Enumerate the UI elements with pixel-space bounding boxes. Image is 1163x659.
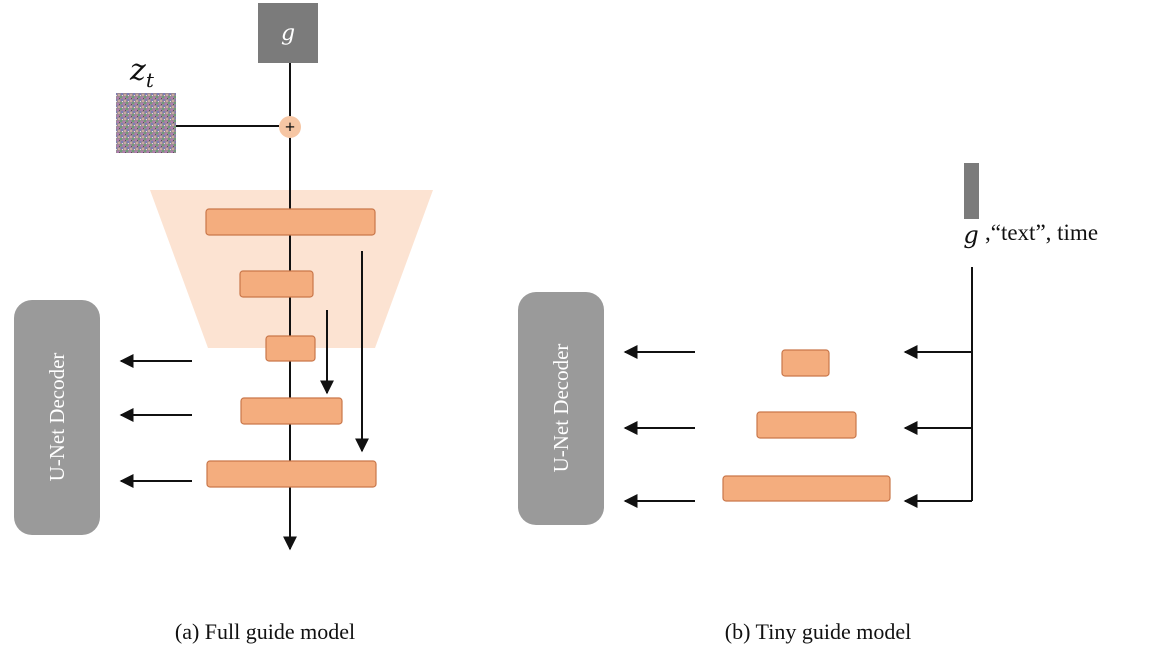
tiny-guide-g-bar: [964, 163, 979, 219]
caption-full-model: (a) Full guide model: [175, 619, 355, 644]
noise-t-subscript: t: [146, 68, 155, 92]
tiny-block-2: [756, 411, 857, 439]
tiny-inputs-text: ,“text”, time: [985, 220, 1098, 245]
add-node: [279, 116, 301, 138]
tiny-unet-decoder-label: U-Net Decoder: [549, 344, 573, 473]
decoder-block-1: [240, 397, 343, 425]
add-node-plus: +: [285, 117, 295, 137]
unet-decoder-box: [14, 300, 100, 535]
guide-g-symbol: g: [281, 21, 295, 46]
noise-z-label: zt: [129, 53, 155, 92]
encoder-block-1: [205, 208, 376, 236]
tiny-unet-decoder-box: [518, 292, 604, 525]
encoder-block-3: [265, 335, 316, 362]
noise-z-symbol: z: [129, 53, 146, 88]
unet-decoder-label: U-Net Decoder: [45, 353, 69, 482]
noise-latent-image: [116, 93, 176, 153]
caption-tiny-model: (b) Tiny guide model: [725, 619, 911, 644]
guide-g-box: [258, 3, 318, 63]
full-guide-model: g zt + U-Net Decoder (a) Full guide m: [14, 3, 433, 644]
decoder-block-2: [206, 460, 377, 488]
encoder-block-2: [239, 270, 314, 298]
tiny-guide-model: g ,“text”, time U-Net Decoder (b) Tiny g…: [518, 163, 1098, 644]
tiny-guide-g-symbol: g: [963, 221, 978, 249]
tiny-block-1: [781, 349, 830, 377]
tiny-block-3: [722, 475, 891, 502]
